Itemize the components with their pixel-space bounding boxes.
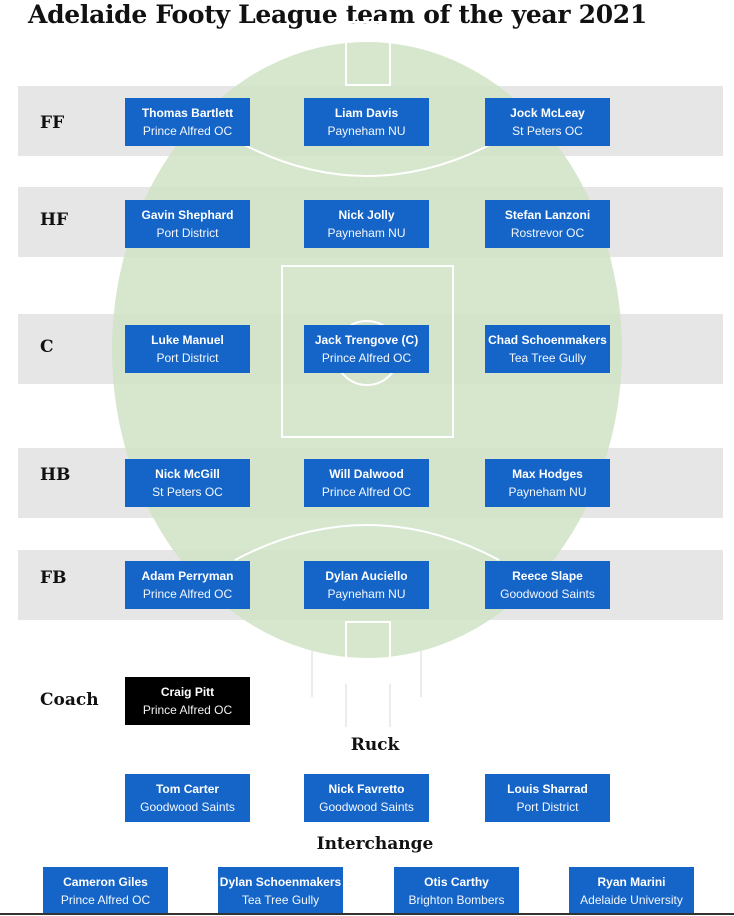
player-name: Dylan Schoenmakers bbox=[219, 875, 342, 889]
row-label-hb: HB bbox=[40, 465, 71, 485]
player-club: Payneham NU bbox=[508, 485, 587, 499]
player-club: St Peters OC bbox=[512, 124, 583, 138]
ruck-player-card: Nick Favretto Goodwood Saints bbox=[304, 774, 429, 822]
player-card: Max Hodges Payneham NU bbox=[485, 459, 610, 507]
player-name: Adam Perryman bbox=[141, 569, 234, 583]
player-name: Dylan Auciello bbox=[325, 569, 408, 583]
player-club: Goodwood Saints bbox=[140, 800, 235, 814]
player-club: Tea Tree Gully bbox=[241, 893, 320, 907]
player-card: Luke Manuel Port District bbox=[125, 325, 250, 373]
player-club: Payneham NU bbox=[327, 226, 406, 240]
player-card: Jack Trengove (C) Prince Alfred OC bbox=[304, 325, 429, 373]
player-name: Reece Slape bbox=[512, 569, 583, 583]
player-name: Luke Manuel bbox=[151, 333, 224, 347]
player-name: Max Hodges bbox=[512, 467, 583, 481]
player-name: Ryan Marini bbox=[597, 875, 666, 889]
player-name: Otis Carthy bbox=[424, 875, 489, 889]
coach-card: Craig Pitt Prince Alfred OC bbox=[125, 677, 250, 725]
page-title: Adelaide Footy League team of the year 2… bbox=[28, 0, 647, 29]
coach-label: Coach bbox=[40, 690, 99, 710]
player-club: Goodwood Saints bbox=[319, 800, 414, 814]
player-name: Cameron Giles bbox=[63, 875, 148, 889]
player-club: Rostrevor OC bbox=[510, 226, 585, 240]
row-label-ff: FF bbox=[40, 113, 65, 133]
interchange-player-card: Ryan Marini Adelaide University bbox=[569, 867, 694, 915]
ruck-player-card: Tom Carter Goodwood Saints bbox=[125, 774, 250, 822]
player-name: Jock McLeay bbox=[510, 106, 585, 120]
player-name: Chad Schoenmakers bbox=[488, 333, 607, 347]
player-card: Will Dalwood Prince Alfred OC bbox=[304, 459, 429, 507]
player-club: Prince Alfred OC bbox=[321, 351, 412, 365]
row-label-fb: FB bbox=[40, 568, 67, 588]
player-club: Goodwood Saints bbox=[500, 587, 595, 601]
bottom-divider bbox=[0, 913, 734, 915]
player-card: Nick Jolly Payneham NU bbox=[304, 200, 429, 248]
player-name: Nick Favretto bbox=[328, 782, 405, 796]
player-name: Will Dalwood bbox=[329, 467, 404, 481]
player-club: Port District bbox=[516, 800, 579, 814]
player-club: Port District bbox=[156, 226, 219, 240]
player-name: Stefan Lanzoni bbox=[504, 208, 591, 222]
player-club: Prince Alfred OC bbox=[60, 893, 151, 907]
player-club: Adelaide University bbox=[580, 893, 683, 907]
player-name: Jack Trengove (C) bbox=[314, 333, 419, 347]
coach-name: Craig Pitt bbox=[160, 685, 215, 699]
player-club: Payneham NU bbox=[327, 124, 406, 138]
player-club: Tea Tree Gully bbox=[508, 351, 587, 365]
player-name: Louis Sharrad bbox=[507, 782, 588, 796]
row-label-c: C bbox=[40, 337, 54, 357]
coach-club: Prince Alfred OC bbox=[142, 703, 233, 717]
player-name: Nick Jolly bbox=[338, 208, 395, 222]
interchange-player-card: Cameron Giles Prince Alfred OC bbox=[43, 867, 168, 915]
player-club: Payneham NU bbox=[327, 587, 406, 601]
player-card: Nick McGill St Peters OC bbox=[125, 459, 250, 507]
ruck-heading: Ruck bbox=[350, 735, 400, 755]
player-club: Prince Alfred OC bbox=[142, 124, 233, 138]
player-card: Liam Davis Payneham NU bbox=[304, 98, 429, 146]
ruck-player-card: Louis Sharrad Port District bbox=[485, 774, 610, 822]
player-name: Liam Davis bbox=[334, 106, 399, 120]
interchange-player-card: Dylan Schoenmakers Tea Tree Gully bbox=[218, 867, 343, 915]
player-name: Nick McGill bbox=[155, 467, 220, 481]
player-name: Thomas Bartlett bbox=[141, 106, 234, 120]
player-club: Port District bbox=[156, 351, 219, 365]
player-card: Jock McLeay St Peters OC bbox=[485, 98, 610, 146]
player-club: St Peters OC bbox=[152, 485, 223, 499]
player-card: Thomas Bartlett Prince Alfred OC bbox=[125, 98, 250, 146]
player-card: Gavin Shephard Port District bbox=[125, 200, 250, 248]
interchange-heading: Interchange bbox=[316, 834, 434, 854]
player-name: Tom Carter bbox=[155, 782, 220, 796]
player-card: Dylan Auciello Payneham NU bbox=[304, 561, 429, 609]
player-club: Prince Alfred OC bbox=[321, 485, 412, 499]
player-club: Prince Alfred OC bbox=[142, 587, 233, 601]
player-name: Gavin Shephard bbox=[141, 208, 234, 222]
player-card: Reece Slape Goodwood Saints bbox=[485, 561, 610, 609]
player-card: Chad Schoenmakers Tea Tree Gully bbox=[485, 325, 610, 373]
player-card: Adam Perryman Prince Alfred OC bbox=[125, 561, 250, 609]
player-card: Stefan Lanzoni Rostrevor OC bbox=[485, 200, 610, 248]
interchange-player-card: Otis Carthy Brighton Bombers bbox=[394, 867, 519, 915]
row-label-hf: HF bbox=[40, 210, 69, 230]
player-club: Brighton Bombers bbox=[408, 893, 505, 907]
